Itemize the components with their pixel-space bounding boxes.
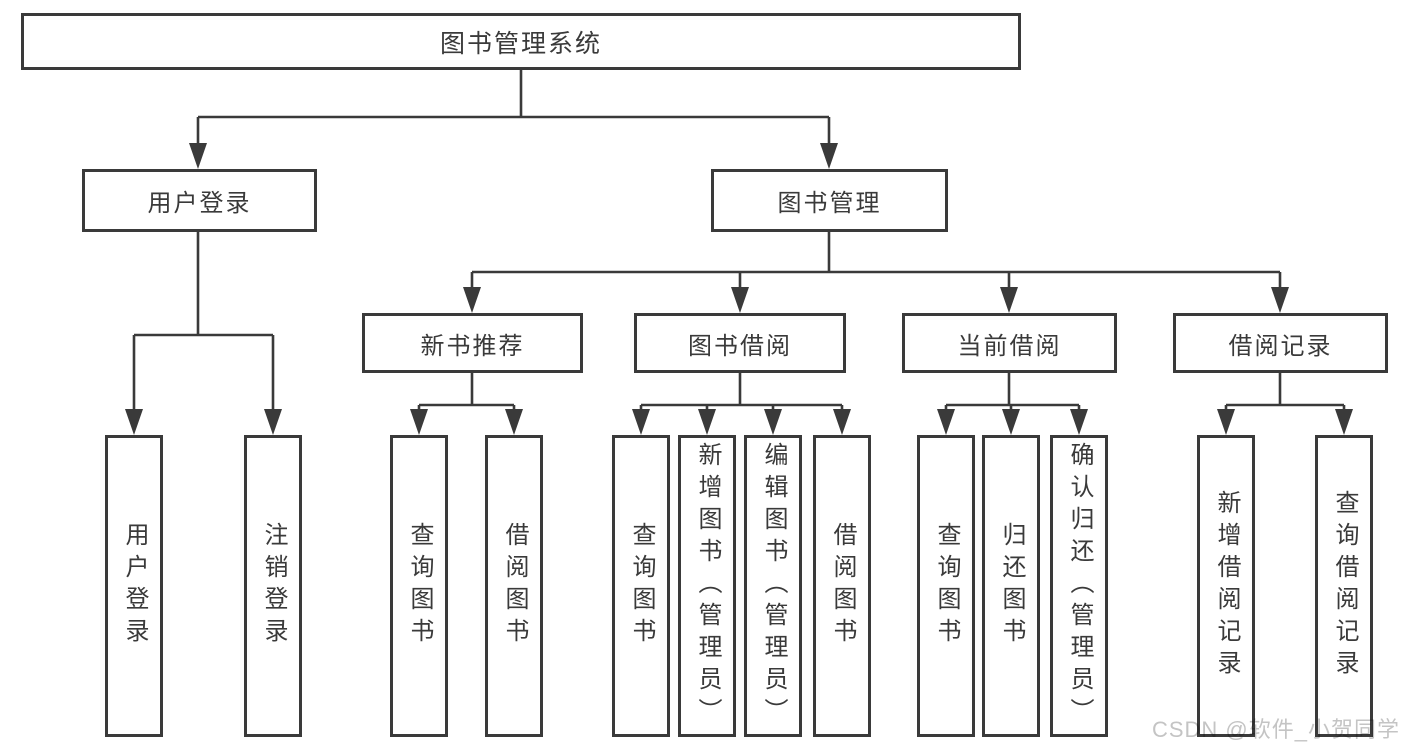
leaf-logout: 注销登录 <box>244 435 302 737</box>
leaf-query-books-recommend: 查询图书 <box>390 435 448 737</box>
node-root-label: 图书管理系统 <box>439 29 602 58</box>
leaf-query-borrow-record-label: 查询借阅记录 <box>1331 490 1358 682</box>
leaf-edit-book-admin: 编辑图书（管理员） <box>744 435 802 737</box>
node-book-management: 图书管理 <box>711 169 948 232</box>
leaf-add-borrow-record-label: 新增借阅记录 <box>1213 490 1240 682</box>
node-borrow-records: 借阅记录 <box>1173 313 1388 373</box>
leaf-user-login: 用户登录 <box>105 435 163 737</box>
leaf-confirm-return-admin: 确认归还（管理员） <box>1050 435 1108 737</box>
leaf-add-borrow-record: 新增借阅记录 <box>1197 435 1255 737</box>
leaf-borrow-books-recommend-label: 借阅图书 <box>501 522 528 650</box>
node-root: 图书管理系统 <box>21 13 1021 70</box>
node-user-login-label: 用户登录 <box>147 190 252 217</box>
node-user-login: 用户登录 <box>82 169 317 232</box>
leaf-query-books-borrow-label: 查询图书 <box>628 522 655 650</box>
node-new-book-recommend: 新书推荐 <box>362 313 583 373</box>
node-current-borrow: 当前借阅 <box>902 313 1117 373</box>
node-book-borrow: 图书借阅 <box>634 313 846 373</box>
leaf-user-login-label: 用户登录 <box>121 522 148 650</box>
watermark: CSDN @软件_小贺同学 <box>1151 717 1400 742</box>
leaf-query-books-current: 查询图书 <box>917 435 975 737</box>
leaf-return-book-label: 归还图书 <box>998 522 1025 650</box>
leaf-add-book-admin: 新增图书（管理员） <box>678 435 736 737</box>
node-book-borrow-label: 图书借阅 <box>688 332 792 360</box>
leaf-logout-label: 注销登录 <box>260 522 287 650</box>
node-current-borrow-label: 当前借阅 <box>957 332 1062 360</box>
leaf-query-books-current-label: 查询图书 <box>933 522 960 650</box>
leaf-query-books-borrow: 查询图书 <box>612 435 670 737</box>
leaf-add-book-admin-label: 新增图书（管理员） <box>694 442 721 730</box>
leaf-borrow-books-label: 借阅图书 <box>829 522 856 650</box>
node-new-book-recommend-label: 新书推荐 <box>420 332 525 360</box>
leaf-borrow-books-recommend: 借阅图书 <box>485 435 543 737</box>
node-book-management-label: 图书管理 <box>777 190 882 217</box>
leaf-query-books-recommend-label: 查询图书 <box>406 522 433 650</box>
arrowhead-icons <box>125 143 1353 435</box>
node-borrow-records-label: 借阅记录 <box>1228 332 1333 360</box>
leaf-confirm-return-admin-label: 确认归还（管理员） <box>1066 442 1093 730</box>
leaf-borrow-books: 借阅图书 <box>813 435 871 737</box>
leaf-return-book: 归还图书 <box>982 435 1040 737</box>
leaf-edit-book-admin-label: 编辑图书（管理员） <box>760 442 787 730</box>
leaf-query-borrow-record: 查询借阅记录 <box>1315 435 1373 737</box>
